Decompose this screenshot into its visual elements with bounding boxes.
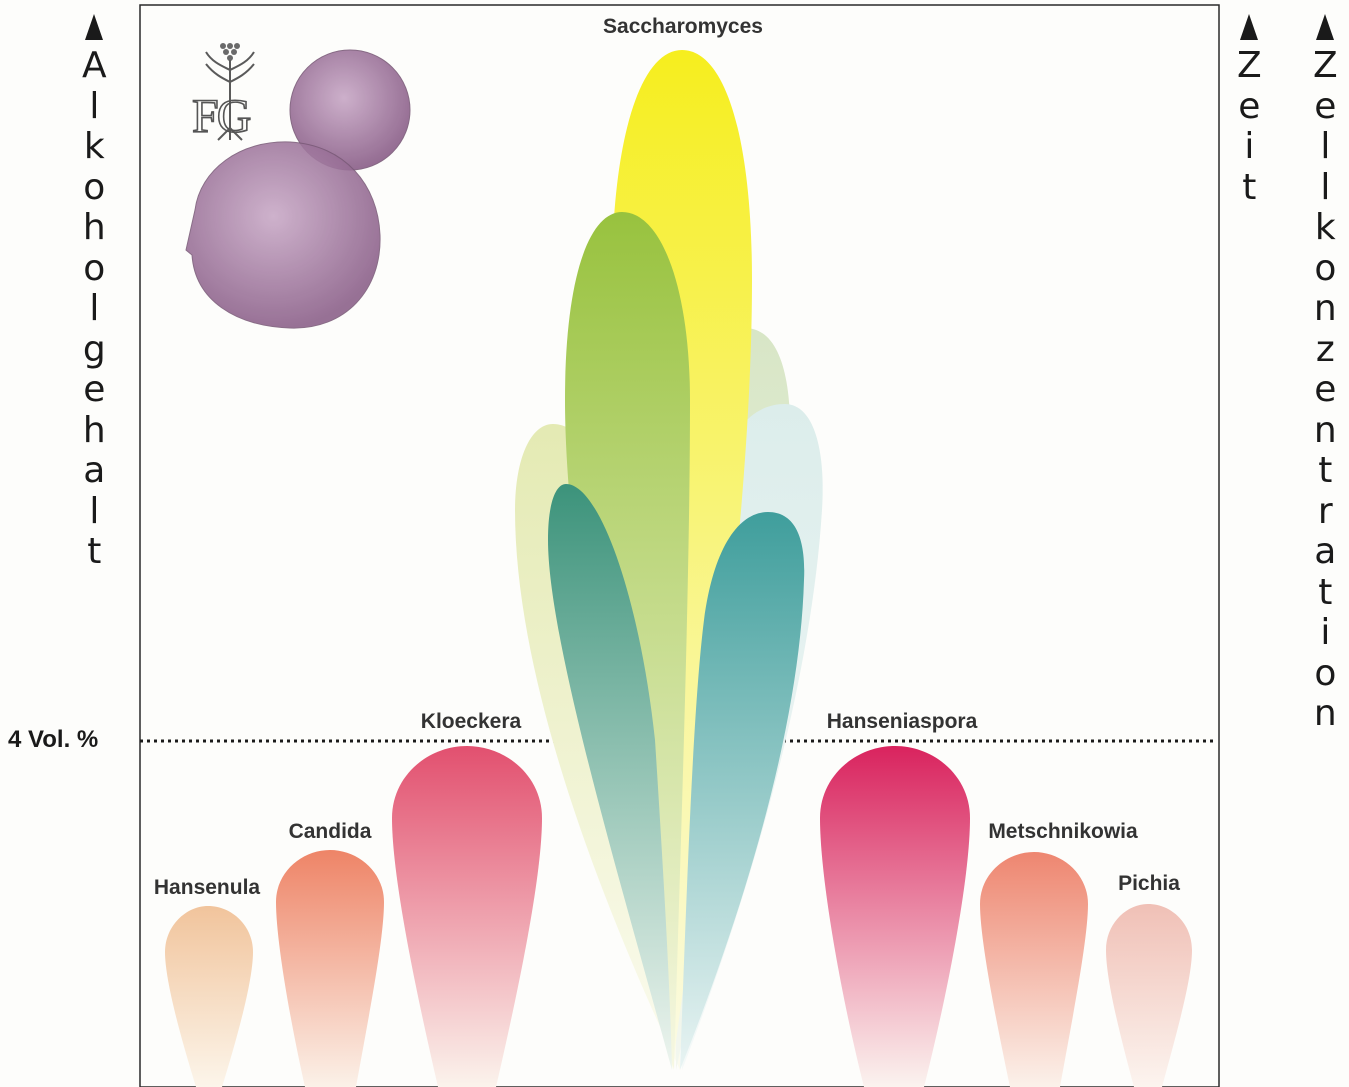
axis-title-letter: n	[1313, 694, 1338, 735]
axis-title-letter: n	[1313, 289, 1338, 330]
drop-kloeckera	[392, 746, 542, 1087]
axis-title-letter: l	[1313, 168, 1338, 209]
axis-title-letter: Z	[1237, 46, 1262, 87]
axis-title-letter: Z	[1313, 46, 1338, 87]
threshold-label: 4 Vol. %	[8, 726, 98, 754]
axis-title-letter: h	[82, 208, 107, 249]
axis-title-letter: o	[1313, 654, 1338, 695]
drop-metschnikowia	[980, 852, 1088, 1087]
axis-title-letter: a	[82, 451, 107, 492]
axis-title-letter: A	[82, 46, 107, 87]
axis-title-letter: k	[82, 127, 107, 168]
axis-title-letter: a	[1313, 532, 1338, 573]
axis-title-letter: g	[82, 330, 107, 371]
axis-title-letter: l	[82, 87, 107, 128]
axis-title-letter: l	[1313, 127, 1338, 168]
axis-title-letter: l	[82, 492, 107, 533]
axis-title-letter: t	[1313, 451, 1338, 492]
axis-title-letter: e	[82, 370, 107, 411]
axis-title-letter: r	[1313, 492, 1338, 533]
axis-title-letter: e	[1313, 370, 1338, 411]
axis-title-letter: h	[82, 411, 107, 452]
axis-title-letter: o	[1313, 249, 1338, 290]
grape-cluster-icon	[220, 43, 240, 61]
drop-pichia	[1106, 904, 1192, 1087]
axis-title-letter: o	[82, 249, 107, 290]
label-saccharomyces: Saccharomyces	[603, 15, 763, 38]
fg-logo-text: FG	[192, 90, 251, 143]
label-hanseniaspora: Hanseniaspora	[827, 710, 978, 733]
up-arrow-icon	[85, 14, 103, 40]
drop-hansenula	[165, 906, 253, 1087]
label-hansenula: Hansenula	[154, 876, 261, 899]
label-pichia: Pichia	[1118, 872, 1180, 895]
axis-title-letter: e	[1237, 87, 1262, 128]
axis-title-letter: t	[1313, 573, 1338, 614]
label-kloeckera: Kloeckera	[421, 710, 522, 733]
axis-title-letter: n	[1313, 411, 1338, 452]
axis-title-letter: e	[1313, 87, 1338, 128]
axis-title-letter: k	[1313, 208, 1338, 249]
label-candida: Candida	[289, 820, 372, 843]
drop-hanseniaspora	[820, 746, 970, 1087]
axis-title-letter: i	[1313, 613, 1338, 654]
axis-title-letter: l	[82, 289, 107, 330]
axis-title-letter: t	[82, 532, 107, 573]
axis-title-letter: z	[1313, 330, 1338, 371]
label-metschnikowia: Metschnikowia	[988, 820, 1138, 843]
up-arrow-icon	[1316, 14, 1334, 40]
up-arrow-icon	[1240, 14, 1258, 40]
drop-candida	[276, 850, 384, 1087]
axis-title-letter: t	[1237, 168, 1262, 209]
axis-title-letter: i	[1237, 127, 1262, 168]
axis-title-letter: o	[82, 168, 107, 209]
